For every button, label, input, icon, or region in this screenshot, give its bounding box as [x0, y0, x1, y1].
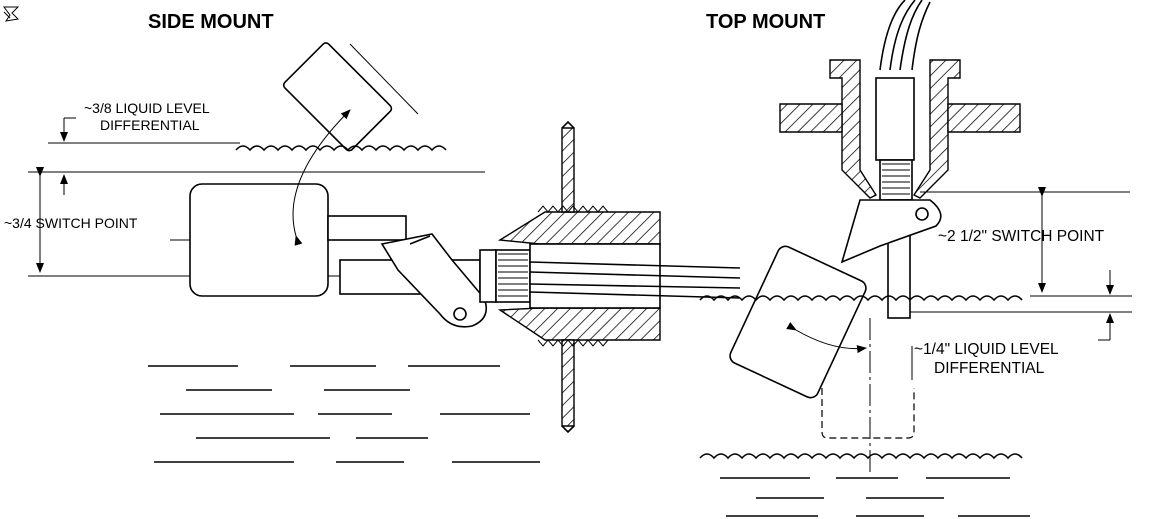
side-switch-point-label: ~3/4 SWITCH POINT [4, 215, 138, 231]
side-mount-title: SIDE MOUNT [148, 11, 274, 33]
side-level-differential-line2: DIFFERENTIAL [100, 117, 200, 133]
side-level-differential-line1: ~3/8 LIQUID LEVEL [84, 100, 210, 116]
top-mount-title: TOP MOUNT [706, 11, 825, 33]
top-mount-drawing [699, 0, 1132, 517]
rotate-arrow-icon [3, 6, 20, 22]
top-level-differential-line1: ~1/4" LIQUID LEVEL [914, 341, 1059, 358]
top-level-differential-line2: DIFFERENTIAL [934, 360, 1045, 377]
top-switch-point-label: ~2 1/2" SWITCH POINT [938, 228, 1105, 245]
side-mount-drawing [28, 42, 741, 463]
